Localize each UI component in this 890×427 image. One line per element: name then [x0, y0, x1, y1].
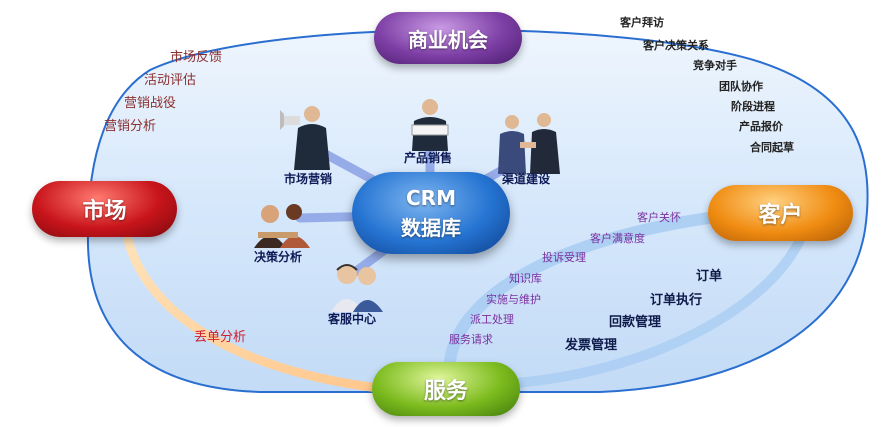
- opportunity-hub: 商业机会: [374, 12, 522, 64]
- businessman-presenting-icon: [411, 99, 449, 151]
- service-center-caption: 客服中心: [328, 312, 377, 326]
- crm-database-hub: CRM 数据库: [352, 172, 510, 254]
- service-item: 派工处理: [470, 313, 514, 326]
- call-center-icon: [331, 264, 383, 312]
- crm-database-label: 数据库: [401, 215, 461, 240]
- market-item: 活动评估: [144, 73, 197, 88]
- order-item: 回款管理: [609, 315, 662, 330]
- opportunity-hub-label: 商业机会: [408, 27, 488, 52]
- opportunity-item: 客户决策关系: [643, 39, 709, 52]
- customer-hub-label: 客户: [758, 203, 803, 228]
- service-item: 实施与维护: [486, 293, 541, 306]
- market-item: 营销分析: [104, 119, 157, 134]
- opportunity-item: 合同起草: [750, 141, 794, 154]
- market-hub: 市场: [32, 181, 177, 237]
- lost-order-path: [123, 235, 425, 397]
- service-arc: [443, 206, 766, 386]
- order-item: 发票管理: [565, 338, 618, 353]
- customer-hub: 客户: [708, 185, 853, 241]
- meeting-icon: [254, 204, 310, 248]
- market-hub-label: 市场: [82, 199, 127, 224]
- opportunity-item: 阶段进程: [731, 100, 775, 113]
- channel-building-caption: 渠道建设: [502, 172, 551, 186]
- opportunity-item: 客户拜访: [620, 16, 664, 29]
- service-hub-label: 服务: [423, 379, 468, 404]
- service-item: 投诉受理: [542, 251, 586, 264]
- service-item: 知识库: [509, 272, 542, 285]
- market-item: 营销战役: [124, 96, 177, 111]
- service-item: 客户关怀: [637, 211, 681, 224]
- service-hub: 服务: [372, 362, 520, 416]
- market-marketing-caption: 市场营销: [284, 172, 333, 186]
- opportunity-item: 产品报价: [739, 120, 783, 133]
- order-arc: [465, 235, 805, 390]
- product-sales-caption: 产品销售: [404, 151, 453, 165]
- order-item: 订单: [696, 269, 723, 284]
- businessman-megaphone-icon: [280, 106, 330, 170]
- opportunity-item: 竞争对手: [693, 59, 737, 72]
- order-item: 订单执行: [650, 293, 703, 308]
- handshake-icon: [498, 113, 560, 174]
- lost-order-analysis-label: 丢单分析: [194, 330, 247, 345]
- decision-analysis-caption: 决策分析: [254, 250, 303, 264]
- market-item: 市场反馈: [170, 50, 223, 65]
- service-item: 服务请求: [449, 333, 493, 346]
- crm-label: CRM: [406, 185, 456, 210]
- service-item: 客户满意度: [590, 232, 645, 245]
- opportunity-item: 团队协作: [719, 80, 763, 93]
